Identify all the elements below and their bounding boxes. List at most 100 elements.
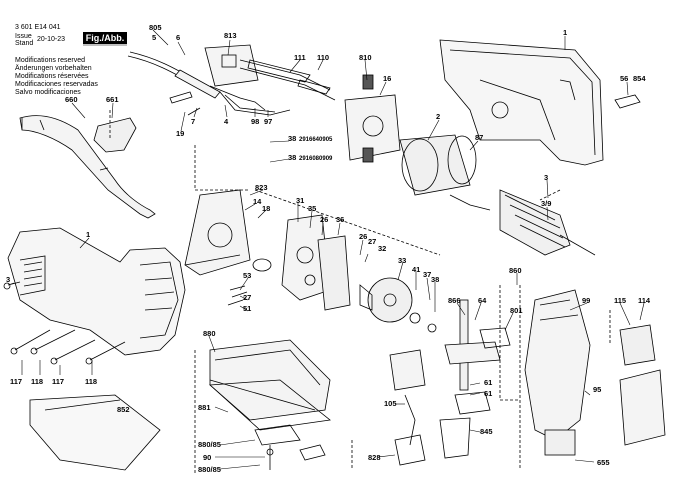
gear-housing-icon	[184, 189, 251, 276]
part-label: 880	[203, 329, 216, 338]
note-de: Änderungen vorbehalten	[15, 65, 92, 72]
part-label: 32	[378, 244, 386, 253]
part-label: 36	[336, 215, 344, 224]
part-label: 90	[203, 453, 211, 462]
part-label: 97	[264, 117, 272, 126]
part-label: 38	[288, 153, 296, 162]
part-label: 805	[149, 23, 162, 32]
issue-date: 20-10-23	[37, 36, 66, 43]
armature-icon	[499, 189, 596, 256]
part-label: 880/85	[198, 465, 221, 474]
screw-icon	[3, 281, 126, 365]
part-label: 27	[368, 237, 376, 246]
brush-holder-icon	[344, 74, 401, 163]
part-label: 41	[412, 265, 420, 274]
part-label: 6	[176, 33, 180, 42]
part-label: 3	[544, 173, 548, 182]
part-label: 99	[582, 296, 590, 305]
note-es2: Salvo modificaciones	[15, 89, 81, 96]
stand-label: Stand	[15, 40, 34, 47]
part-label: 810	[359, 53, 372, 62]
part-label: 860	[509, 266, 522, 275]
part-label: 51	[243, 304, 251, 313]
part-label: 111	[294, 53, 306, 62]
part-label: 854	[633, 74, 646, 83]
part-label: 3/9	[541, 199, 551, 208]
part-label: 16	[383, 74, 391, 83]
part-label: 660	[65, 95, 78, 104]
part-label: 845	[480, 427, 493, 436]
part-label: 37	[423, 270, 431, 279]
issue-label: Issue	[15, 33, 32, 40]
part-label: 56	[620, 74, 628, 83]
part-label: 801	[510, 306, 523, 315]
part-label: 61	[484, 378, 492, 387]
part-label: 87	[475, 133, 483, 142]
part-label: 828	[368, 453, 381, 462]
part-label: 33	[398, 256, 406, 265]
part-label: 31	[296, 196, 304, 205]
part-label: 1	[563, 28, 567, 37]
part-label: 110	[317, 53, 329, 62]
part-label: 61	[484, 389, 492, 398]
part-label: 26	[359, 232, 367, 241]
doc-number: 3 601 E14 041	[15, 24, 61, 31]
part-label: 661	[106, 95, 119, 104]
part-label: 5	[152, 33, 156, 42]
figure-label: Fig./Abb. 1	[83, 32, 127, 55]
base-plate-shoe-icon	[209, 339, 331, 421]
part-label: 114	[638, 296, 651, 305]
part-label: 118	[85, 377, 97, 386]
part-label: 881	[198, 403, 211, 412]
part-label: 95	[593, 385, 601, 394]
part-label: 19	[176, 129, 184, 138]
part-label: 3	[6, 275, 10, 284]
gear-plate-icon	[281, 214, 351, 311]
modification-notes: Modifications reserved Änderungen vorbeh…	[15, 57, 98, 97]
note-fr: Modifications réservées	[15, 73, 89, 80]
housing-right-icon	[439, 39, 604, 166]
note-es: Modificaciones reservadas	[15, 81, 98, 88]
part-label: 823	[255, 183, 268, 192]
part-label: 14	[253, 197, 262, 206]
note-en: Modifications reserved	[15, 57, 86, 64]
blade-clamp-icon	[389, 349, 471, 466]
adapter-icon	[93, 117, 137, 153]
part-label: 38	[431, 275, 439, 284]
part-label: 64	[478, 296, 487, 305]
switch-module-icon	[204, 44, 336, 111]
part-label: 7	[191, 117, 195, 126]
part-label: 852	[117, 405, 130, 414]
part-label: 18	[262, 204, 270, 213]
part-labels: 805 5 6 813 111 110 810 16 1 56 854 660 …	[6, 23, 651, 474]
part-label: 813	[224, 31, 237, 40]
part-label: 2916640905	[299, 137, 333, 143]
part-label: 117	[10, 377, 22, 386]
part-label: 35	[308, 204, 316, 213]
part-label: 1	[86, 230, 90, 239]
gear-icon	[359, 277, 437, 333]
part-label: 105	[384, 399, 397, 408]
electronics-module-icon	[619, 324, 666, 446]
part-label: 866	[448, 296, 461, 305]
part-label: 2	[436, 112, 440, 121]
part-label: 38	[288, 134, 296, 143]
part-label: 26	[320, 215, 328, 224]
stator-icon	[399, 134, 491, 211]
housing-left-icon	[7, 227, 186, 356]
part-label: 880/85	[198, 440, 221, 449]
part-label: 118	[31, 377, 43, 386]
dust-nozzle-icon	[19, 115, 156, 219]
gear-housing-right-icon	[524, 289, 591, 456]
part-label: 53	[243, 271, 251, 280]
part-label: 4	[224, 117, 229, 126]
part-label: 115	[614, 296, 626, 305]
part-label: 655	[597, 458, 610, 467]
part-label: 2916080909	[299, 156, 333, 162]
base-plate-icon	[29, 394, 161, 471]
power-cable-icon	[127, 51, 221, 99]
part-label: 98	[251, 117, 259, 126]
part-label: 27	[243, 293, 251, 302]
